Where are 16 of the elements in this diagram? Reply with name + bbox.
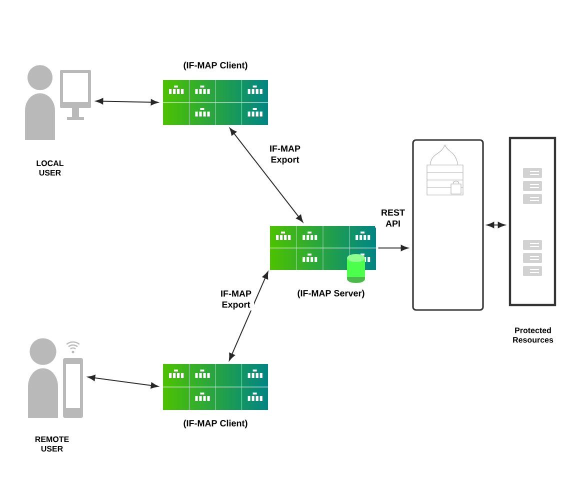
node-label: Protected Resources [513,327,554,343]
node-label: LOCAL USER [36,160,64,176]
device-label: (IF-MAP Client) [184,62,248,70]
device-label: (IF-MAP Server) [298,290,364,298]
arrow [486,222,506,228]
arrow [228,271,268,361]
firewall-box [412,139,484,311]
edge-label: REST API [375,208,411,228]
arrow [378,244,408,252]
device-label: (IF-MAP Client) [184,420,248,428]
arrow [96,98,158,106]
edge-label: IF-MAP Export [218,289,254,311]
edge-label: IF-MAP Export [267,144,303,166]
arrow [230,128,304,222]
arrow [88,374,158,389]
node-label: REMOTE USER [35,436,69,452]
